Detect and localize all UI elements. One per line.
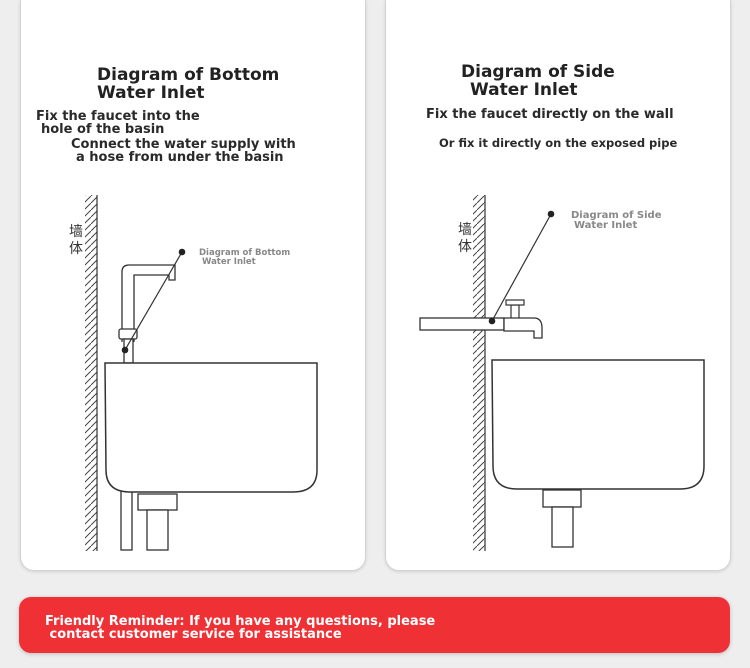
side-inlet-title-line2: Water Inlet (470, 80, 578, 100)
side-inlet-title: Diagram of Side Water Inlet (461, 63, 615, 99)
drain-collar (137, 493, 178, 511)
wall (85, 195, 97, 551)
bottom-inlet-note-hose-line2: a hose from under the basin (76, 150, 284, 165)
side-inlet-title-line1: Diagram of Side (461, 62, 615, 82)
bottom-inlet-note-fix-line1: Fix the faucet into the (36, 109, 200, 124)
side-inlet-note-pipe: Or fix it directly on the exposed pipe (439, 136, 678, 150)
friendly-reminder-line2: contact customer service for assistance (45, 627, 342, 642)
bottom-inlet-note-hose: Connect the water supply with a hose fro… (71, 138, 296, 164)
wall (473, 195, 485, 551)
basin (104, 362, 318, 493)
side-inlet-diagram (419, 195, 705, 551)
bottom-inlet-title-line1: Diagram of Bottom (97, 65, 280, 85)
bottom-inlet-note-fix-line2: hole of the basin (41, 122, 165, 137)
friendly-reminder-text: Friendly Reminder: If you have any quest… (45, 615, 435, 641)
basin (491, 359, 705, 490)
supply-hose (120, 489, 133, 551)
bottom-inlet-diagram (85, 195, 318, 551)
side-inlet-card: Diagram of Side Water Inlet Fix the fauc… (385, 0, 731, 571)
faucet-handle (505, 299, 525, 306)
callout-leader (491, 213, 552, 322)
side-inlet-callout: Diagram of Side Water Inlet (571, 211, 662, 231)
drain-collar (542, 489, 582, 508)
callout-leader (124, 251, 183, 351)
side-inlet-note-wall: Fix the faucet directly on the wall (426, 107, 674, 122)
callout-dot-top (547, 210, 555, 218)
callout-dot-top (178, 248, 186, 256)
bottom-inlet-note-hose-line1: Connect the water supply with (71, 137, 296, 152)
friendly-reminder-banner: Friendly Reminder: If you have any quest… (19, 597, 730, 653)
bottom-inlet-title-line2: Water Inlet (97, 83, 205, 103)
bottom-inlet-callout-line1: Diagram of Bottom (199, 248, 291, 258)
bottom-inlet-note-fix: Fix the faucet into the hole of the basi… (36, 110, 200, 136)
faucet-spout (503, 317, 543, 339)
callout-dot-bottom (488, 317, 496, 325)
side-inlet-callout-line1: Diagram of Side (571, 210, 662, 221)
callout-dot-bottom (121, 346, 129, 354)
drain-pipe (551, 506, 574, 548)
friendly-reminder-line1: Friendly Reminder: If you have any quest… (45, 614, 436, 629)
drain-pipe (146, 509, 169, 551)
bottom-inlet-card: Diagram of Bottom Water Inlet Fix the fa… (20, 0, 366, 571)
faucet-valve (510, 304, 520, 320)
wall-label: 墙体 (458, 222, 472, 255)
side-inlet-callout-line2: Water Inlet (574, 220, 638, 231)
wall-label: 墙体 (69, 224, 83, 257)
bottom-inlet-callout-line2: Water Inlet (202, 257, 256, 267)
bottom-inlet-callout: Diagram of Bottom Water Inlet (199, 249, 290, 267)
bottom-inlet-title: Diagram of Bottom Water Inlet (97, 66, 279, 102)
